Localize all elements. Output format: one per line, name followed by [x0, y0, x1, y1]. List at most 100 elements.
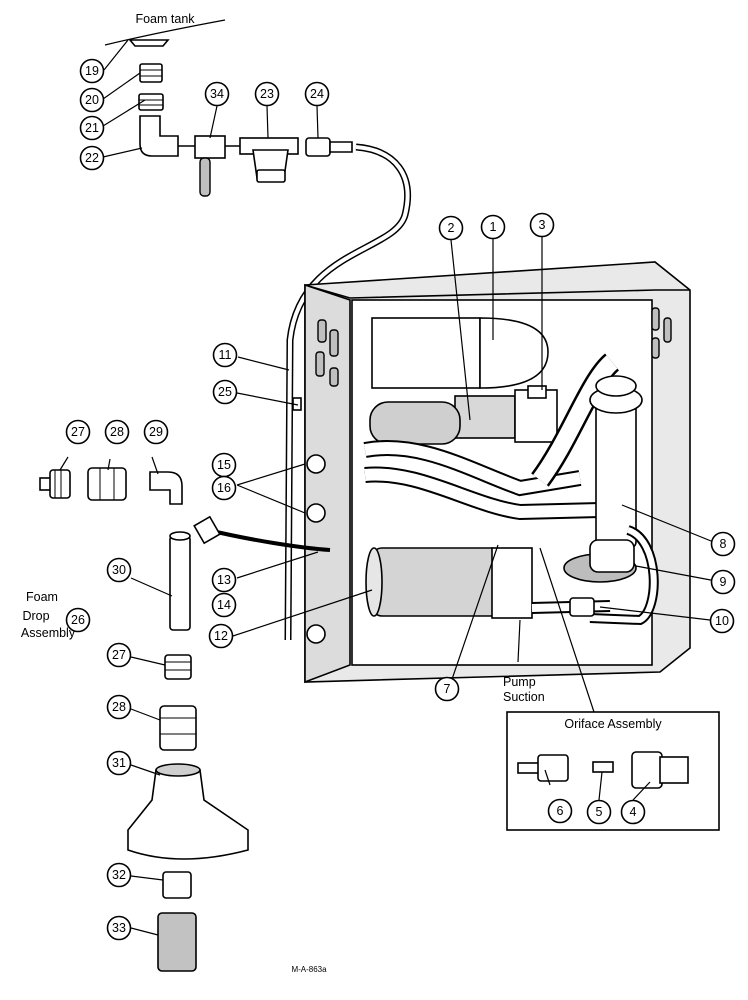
svg-text:12: 12 [214, 629, 228, 643]
callout-34: 34 [204, 81, 230, 107]
callout-30: 30 [106, 557, 132, 583]
coupling-28-top [87, 467, 127, 501]
callout-20: 20 [79, 87, 105, 113]
callout-16: 16 [211, 475, 237, 501]
svg-text:25: 25 [218, 385, 232, 399]
foam-tank-label: Foam tank [135, 12, 195, 26]
coupling-24 [305, 137, 353, 157]
svg-text:19: 19 [85, 64, 99, 78]
callout-5: 5 [586, 799, 612, 825]
upper-hoses [363, 353, 620, 521]
strainer-23 [239, 137, 299, 183]
svg-text:5: 5 [596, 805, 603, 819]
svg-text:7: 7 [444, 682, 451, 696]
wire-lead-13 [193, 515, 331, 552]
svg-text:4: 4 [630, 805, 637, 819]
housing-vents-left [315, 319, 339, 387]
fitting-20 [139, 63, 163, 83]
drawing-code: M-A-863a [291, 965, 327, 974]
callout-33: 33 [106, 915, 132, 941]
callout-27-top: 27 [65, 419, 91, 445]
callout-9: 9 [710, 569, 736, 595]
callout-14: 14 [211, 592, 237, 618]
svg-text:11: 11 [219, 348, 232, 362]
svg-text:24: 24 [310, 87, 324, 101]
svg-text:28: 28 [112, 700, 126, 714]
callout-26: 26 [65, 607, 91, 633]
svg-text:30: 30 [112, 563, 126, 577]
foam-element-33 [157, 912, 197, 972]
oriface-assembly-label: Oriface Assembly [564, 717, 662, 731]
svg-text:23: 23 [260, 87, 274, 101]
svg-text:28: 28 [110, 425, 124, 439]
fitting-27-lower [164, 654, 192, 680]
callout-12: 12 [208, 623, 234, 649]
callout-27-lower: 27 [106, 642, 132, 668]
fitting-32 [162, 871, 192, 899]
oriface-fitting-10 [531, 597, 611, 617]
filter-canister-8 [589, 375, 643, 549]
svg-text:16: 16 [217, 481, 231, 495]
callout-8: 8 [710, 531, 736, 557]
tube-30 [169, 531, 191, 631]
elbow-29 [149, 471, 183, 505]
pump-suction-label-line2: Suction [503, 690, 545, 704]
svg-text:27: 27 [112, 648, 126, 662]
motor-upper [369, 401, 461, 445]
switch-2 [454, 395, 516, 439]
housing-vents-right [651, 307, 672, 359]
callout-7: 7 [434, 676, 460, 702]
foam-drop-label-line1: Foam [26, 590, 58, 604]
pump-suction-label-line1: Pump [503, 675, 536, 689]
svg-text:29: 29 [149, 425, 163, 439]
callout-21: 21 [79, 115, 105, 141]
valve-34 [178, 135, 250, 197]
svg-text:14: 14 [217, 598, 231, 612]
svg-text:13: 13 [217, 573, 231, 587]
svg-text:15: 15 [217, 458, 231, 472]
fitting-27-top [39, 469, 71, 499]
callout-19: 19 [79, 58, 105, 84]
elbow-22 [139, 115, 179, 157]
svg-text:34: 34 [210, 87, 224, 101]
callout-25: 25 [212, 379, 238, 405]
callout-11: 11 [212, 342, 238, 368]
svg-text:10: 10 [715, 614, 729, 628]
svg-text:26: 26 [71, 613, 85, 627]
callout-15: 15 [211, 452, 237, 478]
controller-box-1 [371, 317, 549, 389]
callout-10: 10 [709, 608, 735, 634]
foam-drop-label-line2: Drop [22, 609, 49, 623]
clamp-9 [563, 525, 659, 626]
svg-text:31: 31 [112, 756, 126, 770]
svg-text:8: 8 [720, 537, 727, 551]
callout-4: 4 [620, 799, 646, 825]
callout-31: 31 [106, 750, 132, 776]
callout-24: 24 [304, 81, 330, 107]
svg-text:22: 22 [85, 151, 99, 165]
svg-text:3: 3 [539, 218, 546, 232]
callout-2: 2 [438, 215, 464, 241]
callout-3: 3 [529, 212, 555, 238]
fitting-21 [138, 93, 164, 111]
svg-text:33: 33 [112, 921, 126, 935]
pump-motor-12 [365, 547, 533, 619]
oriface-assembly-box: Oriface Assembly [506, 711, 720, 831]
svg-text:20: 20 [85, 93, 99, 107]
coupling-28-lower [159, 705, 197, 751]
svg-text:9: 9 [720, 575, 727, 589]
svg-text:32: 32 [112, 868, 126, 882]
callout-22: 22 [79, 145, 105, 171]
callout-1: 1 [480, 214, 506, 240]
foam-tank: Foam tank [104, 12, 226, 47]
relay-3 [514, 385, 558, 443]
callout-28-lower: 28 [106, 694, 132, 720]
svg-text:1: 1 [490, 220, 497, 234]
callout-29: 29 [143, 419, 169, 445]
svg-text:6: 6 [557, 804, 564, 818]
callout-6: 6 [547, 798, 573, 824]
svg-text:2: 2 [448, 221, 455, 235]
leader-lines [59, 39, 717, 936]
svg-text:27: 27 [71, 425, 85, 439]
